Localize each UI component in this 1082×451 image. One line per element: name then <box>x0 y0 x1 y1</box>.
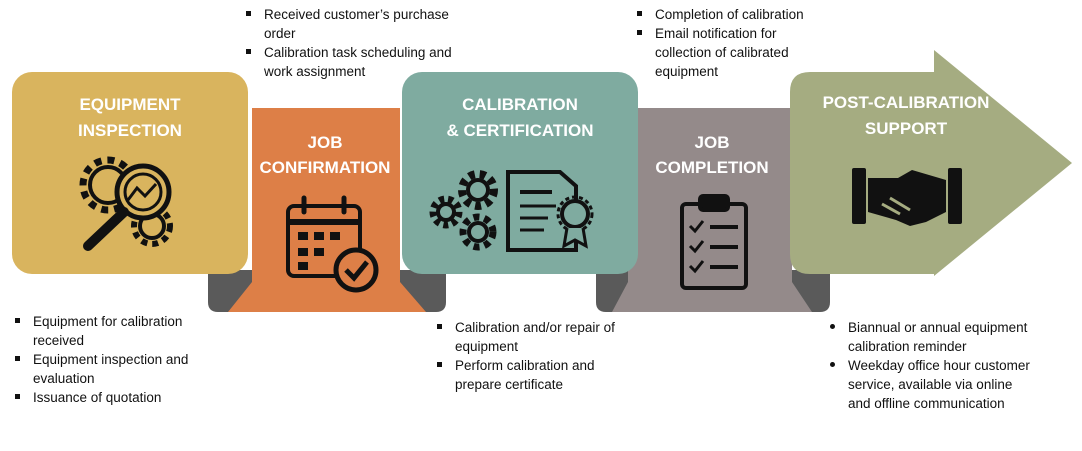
completion-notes: Completion of calibration Email notifica… <box>635 5 835 81</box>
note-item: Issuance of quotation <box>13 388 213 407</box>
stage-title-line2: CONFIRMATION <box>260 158 391 177</box>
note-item: Calibration task scheduling and work ass… <box>244 43 454 81</box>
note-item: Completion of calibration <box>635 5 835 24</box>
note-item: Weekday office hour customer service, av… <box>828 356 1033 413</box>
stage-title-line2: INSPECTION <box>78 121 182 140</box>
note-item: Calibration and/or repair of equipment <box>435 318 640 356</box>
note-item: Equipment for calibration received <box>13 312 213 350</box>
calibration-notes: Calibration and/or repair of equipment P… <box>435 318 640 394</box>
note-item: Perform calibration and prepare certific… <box>435 356 640 394</box>
note-item: Received customer’s purchase order <box>244 5 454 43</box>
stage-title-line2: SUPPORT <box>865 119 948 138</box>
inspection-notes: Equipment for calibration received Equip… <box>13 312 213 407</box>
note-item: Biannual or annual equipment calibration… <box>828 318 1033 356</box>
gear-magnifier-icon <box>79 156 173 251</box>
stage-title-line2: COMPLETION <box>655 158 768 177</box>
clipboard-checklist-icon <box>680 194 748 290</box>
gears-certificate-icon <box>429 170 594 252</box>
stage-title-line1: JOB <box>695 133 730 152</box>
support-notes: Biannual or annual equipment calibration… <box>828 318 1033 413</box>
stage-title-line1: CALIBRATION <box>462 95 578 114</box>
note-item: Email notification for collection of cal… <box>635 24 835 81</box>
stage-post-calibration-shape <box>790 50 1072 276</box>
stage-title-line2: & CERTIFICATION <box>446 121 593 140</box>
calendar-check-icon <box>286 195 379 293</box>
note-item: Equipment inspection and evaluation <box>13 350 213 388</box>
stage-title-line1: POST-CALIBRATION <box>823 93 990 112</box>
confirmation-notes: Received customer’s purchase order Calib… <box>244 5 454 81</box>
stage-title-line1: EQUIPMENT <box>79 95 181 114</box>
stage-title-line1: JOB <box>308 133 343 152</box>
handshake-icon <box>852 168 962 226</box>
